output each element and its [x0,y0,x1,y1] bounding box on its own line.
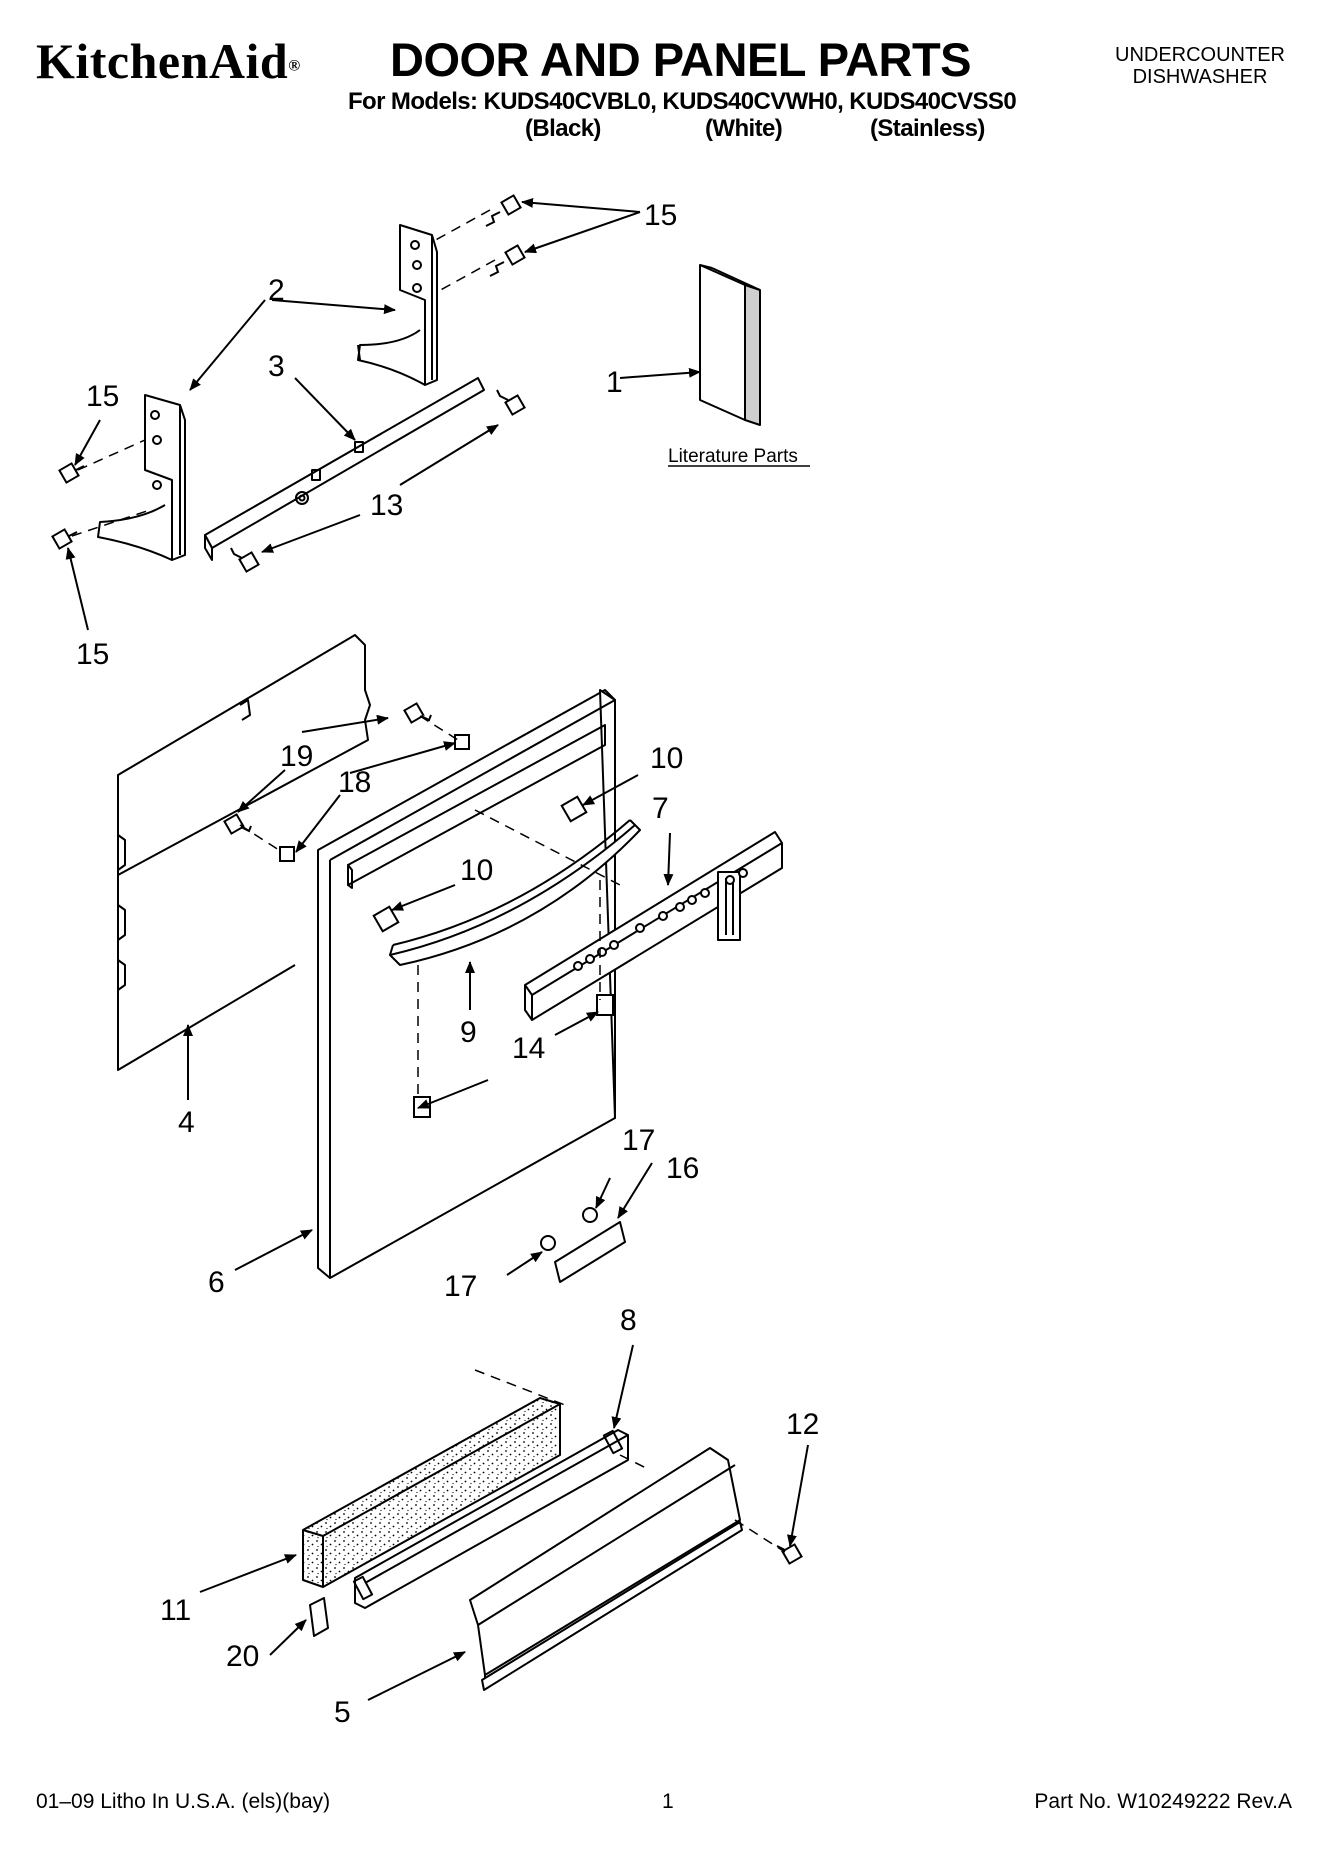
part-screw-19-a [403,702,432,724]
callout-17-bottom: 17 [444,1270,477,1303]
part-screw-15-left-a [58,462,85,484]
callout-18: 18 [338,766,371,799]
part-nut-17-a [582,1207,598,1223]
part-screw-12 [776,1543,803,1565]
part-kickplate-strip [352,1429,629,1609]
part-clip [309,1597,329,1637]
alignment-lines [71,209,786,1553]
part-nut-17-b [540,1235,556,1251]
part-screw-19-b [223,813,252,835]
callout-labels: 1 2 3 4 5 6 7 8 9 10 10 11 12 13 14 15 1… [76,199,819,1729]
literature-parts-label: Literature Parts [668,446,798,467]
part-bracket-left [97,394,186,561]
callout-4: 4 [178,1106,195,1139]
part-bracket-18-a [454,734,470,750]
leader-arrows [65,197,809,1701]
brand-logo: KitchenAid® [36,36,301,86]
callout-8: 8 [620,1304,637,1337]
callout-16: 16 [666,1152,699,1185]
part-screw-13-left [230,547,260,573]
part-grommet-14-a [596,994,614,1016]
callout-14: 14 [512,1032,545,1065]
part-literature-book [699,264,761,426]
callout-17-top: 17 [622,1124,655,1157]
part-spacer-10-a [560,795,588,823]
callout-13: 13 [370,489,403,522]
part-outer-panel [117,634,371,1071]
callout-10-right: 10 [650,742,683,775]
part-inner-door-panel [317,689,616,1279]
category-line-2: DISHWASHER [1132,66,1268,88]
part-screw-15-top-b [489,244,526,277]
part-mounting-rail [204,377,485,561]
part-screw-13-right [496,389,526,416]
callout-11: 11 [160,1594,191,1627]
print-info: 01–09 Litho In U.S.A. (els)(bay) [36,1790,331,1813]
part-door-handle [389,819,641,966]
callout-5: 5 [334,1696,351,1729]
part-trim-plate [554,1221,626,1283]
part-screw-15-left-b [51,528,78,550]
product-category: UNDERCOUNTER DISHWASHER [1115,44,1285,88]
callout-3: 3 [268,350,285,383]
callout-15-bottom: 15 [76,638,109,671]
part-bracket-18-b [279,846,295,862]
brand-name: KitchenAid [36,33,289,89]
part-number: Part No. W10249222 Rev.A [1034,1790,1292,1813]
part-spacer-10-b [372,905,400,933]
callout-6: 6 [208,1266,225,1299]
page-number: 1 [662,1790,674,1813]
callout-10-left: 10 [460,854,493,887]
callout-15-top: 15 [644,199,677,232]
category-line-1: UNDERCOUNTER [1115,44,1285,66]
page-title: DOOR AND PANEL PARTS [390,33,972,86]
part-bracket-right [357,224,438,386]
variant-white: (White) [705,115,783,142]
model-list: For Models: KUDS40CVBL0, KUDS40CVWH0, KU… [348,88,1017,115]
variant-stainless: (Stainless) [870,115,985,142]
callout-12: 12 [786,1408,819,1441]
callout-20: 20 [226,1640,259,1673]
registered-mark: ® [288,57,301,75]
callout-2: 2 [268,274,285,307]
callout-19: 19 [280,740,313,773]
callout-9: 9 [460,1016,477,1049]
part-insulation-foam [302,1397,561,1588]
part-control-panel [524,831,783,1021]
callout-15-left: 15 [86,380,119,413]
callout-1: 1 [606,366,623,399]
part-screw-15-top-a [485,194,522,227]
part-toe-panel [469,1447,743,1691]
variant-black: (Black) [525,115,601,142]
callout-7: 7 [652,792,669,825]
